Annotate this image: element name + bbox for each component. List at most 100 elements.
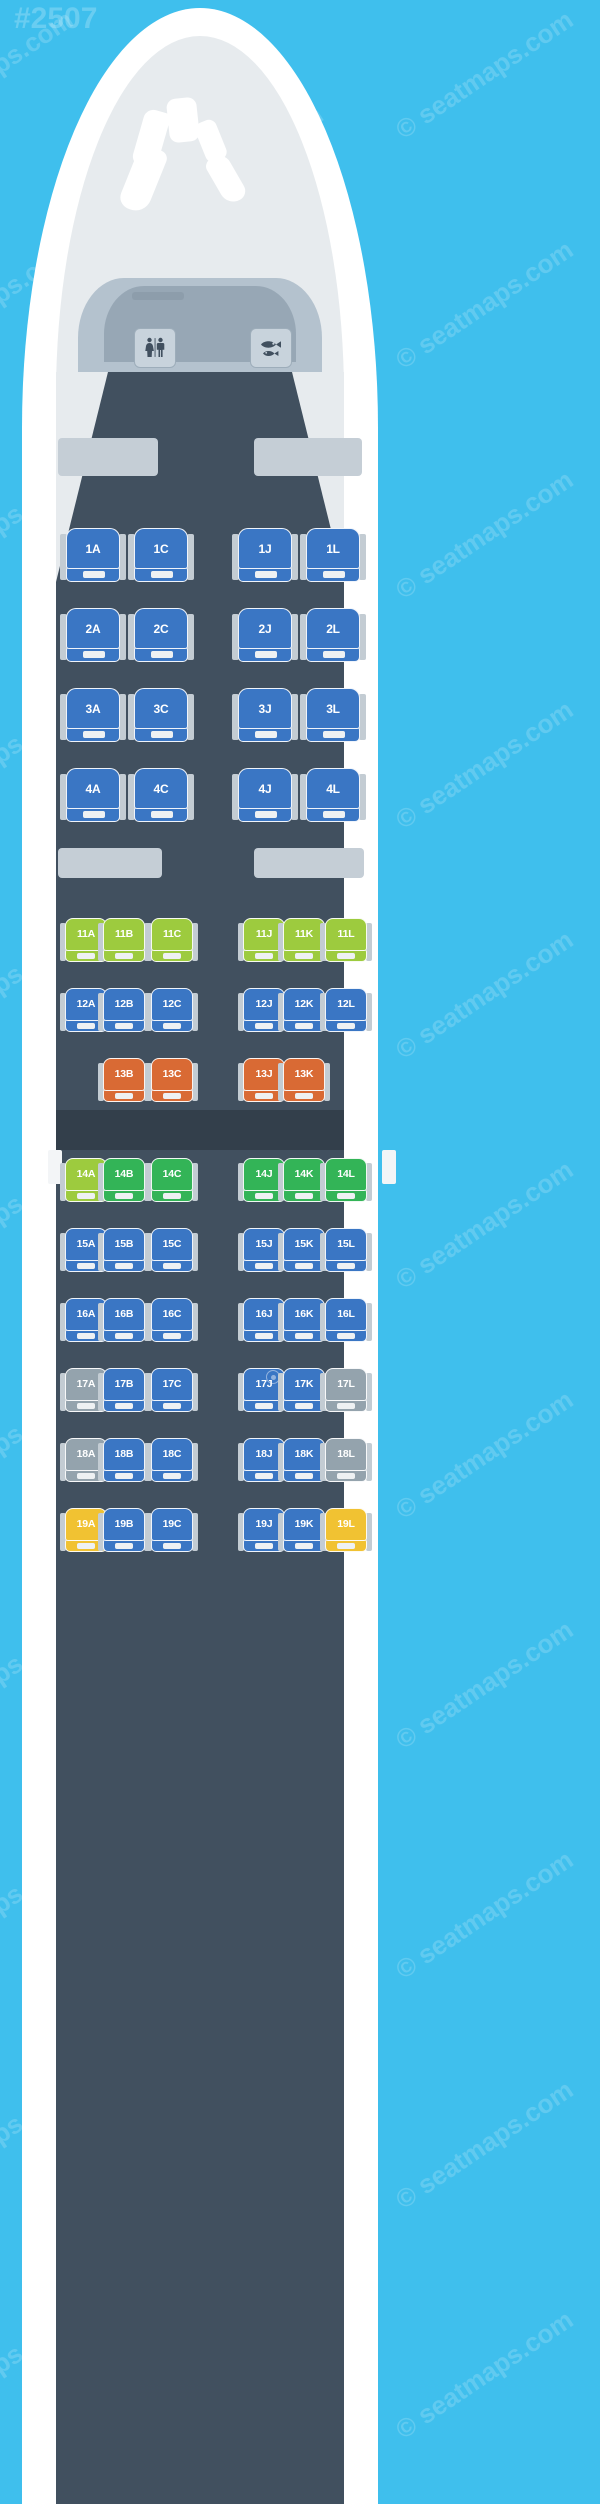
seat-13B[interactable]: 13B: [98, 1058, 150, 1104]
seat-19K[interactable]: 19K: [278, 1508, 330, 1554]
seat-back: 2J: [238, 608, 292, 649]
seat-19L[interactable]: 19L: [320, 1508, 372, 1554]
seat-12C[interactable]: 12C: [146, 988, 198, 1034]
seat-back: 11B: [103, 918, 145, 951]
seat-15L[interactable]: 15L: [320, 1228, 372, 1274]
seat-14C[interactable]: 14C: [146, 1158, 198, 1204]
seat-3C[interactable]: 3C: [128, 688, 194, 744]
seat-label: 17C: [162, 1378, 182, 1391]
seat-15C[interactable]: 15C: [146, 1228, 198, 1274]
seat-armrest-left: [98, 923, 104, 961]
seat-18B[interactable]: 18B: [98, 1438, 150, 1484]
seat-back: 14B: [103, 1158, 145, 1191]
seat-12L[interactable]: 12L: [320, 988, 372, 1034]
seat-2L[interactable]: 2L: [300, 608, 366, 664]
seat-armrest-right: [187, 694, 194, 740]
seat-armrest-left: [278, 1163, 284, 1201]
seat-label: 17B: [114, 1378, 134, 1391]
seat-back: 19L: [325, 1508, 367, 1541]
seat-1L[interactable]: 1L: [300, 528, 366, 584]
seatmaps-watermark: © seatmaps.com: [390, 1154, 579, 1295]
seatmaps-watermark: © seatmaps.com: [390, 1844, 579, 1985]
seat-label: 19B: [114, 1518, 134, 1531]
seat-armrest-left: [300, 694, 307, 740]
seat-2C[interactable]: 2C: [128, 608, 194, 664]
seat-cushion: [66, 727, 120, 742]
seat-cushion: [238, 647, 292, 662]
seat-4C[interactable]: 4C: [128, 768, 194, 824]
seat-back: 18K: [283, 1438, 325, 1471]
seat-cushion: [66, 807, 120, 822]
seat-armrest-left: [320, 993, 326, 1031]
seat-16B[interactable]: 16B: [98, 1298, 150, 1344]
seat-armrest-left: [232, 774, 239, 820]
seat-back: 14K: [283, 1158, 325, 1191]
seat-1C[interactable]: 1C: [128, 528, 194, 584]
seatmaps-watermark: © seatmaps.com: [390, 234, 579, 375]
seat-back: 13C: [151, 1058, 193, 1091]
seat-back: 18C: [151, 1438, 193, 1471]
seat-19C[interactable]: 19C: [146, 1508, 198, 1554]
seat-11C[interactable]: 11C: [146, 918, 198, 964]
seat-label: 19C: [162, 1518, 182, 1531]
seat-armrest-left: [278, 1303, 284, 1341]
seat-14B[interactable]: 14B: [98, 1158, 150, 1204]
seat-15B[interactable]: 15B: [98, 1228, 150, 1274]
seat-19B[interactable]: 19B: [98, 1508, 150, 1554]
seat-17B[interactable]: 17B: [98, 1368, 150, 1414]
seat-back: 19K: [283, 1508, 325, 1541]
seat-label: 16K: [294, 1308, 314, 1321]
seat-11B[interactable]: 11B: [98, 918, 150, 964]
seat-back: 3J: [238, 688, 292, 729]
seat-armrest-right: [324, 1063, 330, 1101]
seat-label: 16C: [162, 1308, 182, 1321]
seat-armrest-right: [366, 1513, 372, 1551]
seat-back: 18B: [103, 1438, 145, 1471]
seat-2J[interactable]: 2J: [232, 608, 298, 664]
seat-cushion: [306, 647, 360, 662]
seat-4J[interactable]: 4J: [232, 768, 298, 824]
seatmaps-watermark: © seatmaps.com: [390, 1384, 579, 1525]
seat-armrest-left: [146, 1303, 152, 1341]
seat-label: 11B: [114, 928, 134, 941]
seat-3L[interactable]: 3L: [300, 688, 366, 744]
seat-back: 16L: [325, 1298, 367, 1331]
seat-3A[interactable]: 3A: [60, 688, 126, 744]
seat-1J[interactable]: 1J: [232, 528, 298, 584]
seat-cushion: [134, 727, 188, 742]
seat-12B[interactable]: 12B: [98, 988, 150, 1034]
seat-4A[interactable]: 4A: [60, 768, 126, 824]
seat-16C[interactable]: 16C: [146, 1298, 198, 1344]
seat-14L[interactable]: 14L: [320, 1158, 372, 1204]
seat-armrest-left: [238, 1163, 244, 1201]
seat-label: 4J: [258, 781, 272, 796]
seat-armrest-left: [128, 614, 135, 660]
seat-15K[interactable]: 15K: [278, 1228, 330, 1274]
seat-label: 14A: [76, 1168, 96, 1181]
seat-armrest-right: [291, 614, 298, 660]
seat-armrest-left: [278, 1513, 284, 1551]
seat-13K[interactable]: 13K: [278, 1058, 330, 1104]
seat-armrest-left: [146, 1063, 152, 1101]
seat-armrest-left: [98, 1303, 104, 1341]
seat-back: 1L: [306, 528, 360, 569]
seat-17C[interactable]: 17C: [146, 1368, 198, 1414]
seat-13C[interactable]: 13C: [146, 1058, 198, 1104]
seat-18K[interactable]: 18K: [278, 1438, 330, 1484]
seat-4L[interactable]: 4L: [300, 768, 366, 824]
seat-label: 17L: [337, 1378, 355, 1391]
seat-armrest-right: [192, 923, 198, 961]
seat-18C[interactable]: 18C: [146, 1438, 198, 1484]
seat-11L[interactable]: 11L: [320, 918, 372, 964]
seat-1A[interactable]: 1A: [60, 528, 126, 584]
seat-back: 11C: [151, 918, 193, 951]
seat-16L[interactable]: 16L: [320, 1298, 372, 1344]
seat-back: 1C: [134, 528, 188, 569]
seat-armrest-right: [192, 993, 198, 1031]
seat-3J[interactable]: 3J: [232, 688, 298, 744]
seat-label: 12C: [162, 998, 182, 1011]
seat-label: 14L: [337, 1168, 355, 1181]
seat-label: 3J: [258, 701, 272, 716]
seat-2A[interactable]: 2A: [60, 608, 126, 664]
seat-label: 15A: [76, 1238, 96, 1251]
